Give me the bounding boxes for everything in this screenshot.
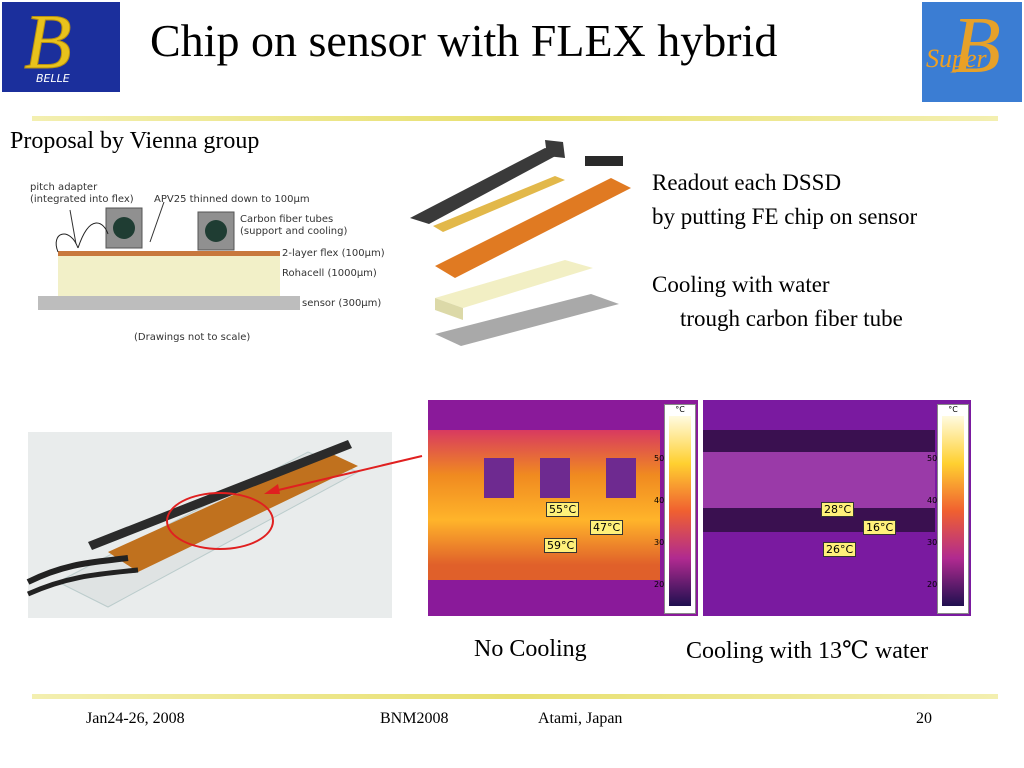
footer-location: Atami, Japan [538, 710, 623, 727]
caption-no-cooling: No Cooling [474, 636, 587, 662]
super-logo-text: Super [926, 44, 987, 73]
rohacell-side [435, 298, 463, 320]
apv-chip [105, 207, 143, 249]
temp-tag-1: 55°C [546, 502, 580, 517]
carbon-frame-loop [545, 140, 565, 158]
super-belle-logo: B Super [922, 2, 1022, 102]
flex-layer [58, 251, 280, 256]
label-pitch-adapter: pitch adapter [30, 182, 98, 193]
thermal-no-cooling: 55°C 47°C 59°C °C 50 40 30 20 [428, 400, 698, 616]
slide-title: Chip on sensor with FLEX hybrid [150, 15, 778, 66]
rohacell-layer [58, 256, 280, 296]
thermal-cool-band-top [703, 430, 935, 452]
temp-tag-5: 16°C [863, 520, 897, 535]
label-sensor: sensor (300μm) [302, 298, 381, 309]
leader-pitch [69, 209, 77, 245]
highlight-ellipse [166, 492, 274, 550]
carbon-frame [410, 148, 563, 224]
scale-20-right: 20 [927, 580, 938, 589]
svg-text:B: B [24, 0, 72, 85]
belle-logo-glyph: B [24, 0, 73, 86]
label-flex: 2-layer flex (100μm) [282, 248, 385, 259]
scale-50: 50 [654, 454, 665, 463]
label-carbon-tubes-sub: (support and cooling) [240, 226, 347, 237]
cooling-line-2: trough carbon fiber tube [680, 306, 903, 331]
leader-apv [149, 201, 165, 243]
colorbar-right: °C [937, 404, 969, 614]
bond-wires [55, 222, 109, 253]
thermal-chip-3 [606, 458, 636, 498]
connector-block [585, 156, 623, 166]
belle-logo: B BELLE [2, 0, 120, 92]
subtitle: Proposal by Vienna group [10, 128, 260, 154]
thermal-mid-zone [703, 452, 935, 508]
label-apv25: APV25 thinned down to 100μm [154, 194, 310, 205]
readout-line-2: by putting FE chip on sensor [652, 204, 918, 229]
label-rohacell: Rohacell (1000μm) [282, 268, 377, 279]
scale-50-right: 50 [927, 454, 938, 463]
rohacell-block [435, 260, 593, 308]
scale-40-right: 40 [927, 496, 938, 505]
colorbar-gradient [669, 416, 691, 606]
colorbar-unit-right: °C [948, 405, 958, 414]
cooling-line-1: Cooling with water [652, 272, 830, 297]
temp-tag-3: 59°C [544, 538, 578, 553]
temp-tag-4: 28°C [821, 502, 855, 517]
scale-40: 40 [654, 496, 665, 505]
scale-20: 20 [654, 580, 665, 589]
colorbar-left: °C [664, 404, 696, 614]
label-not-to-scale: (Drawings not to scale) [134, 332, 250, 343]
temp-tag-2: 47°C [590, 520, 624, 535]
colorbar-gradient-right [942, 416, 964, 606]
colorbar-unit: °C [675, 405, 685, 414]
module-cables-2 [26, 567, 139, 597]
pointer-arrow [264, 455, 423, 494]
footer-conference: BNM2008 [380, 710, 449, 727]
flex-hybrid [435, 178, 631, 278]
bottom-divider [32, 694, 998, 699]
belle-logo-text: BELLE [36, 72, 70, 85]
temp-tag-6: 26°C [823, 542, 857, 557]
footer-date: Jan24-26, 2008 [86, 710, 185, 727]
thermal-chip-2 [540, 458, 570, 498]
label-carbon-tubes: Carbon fiber tubes [240, 214, 333, 225]
readout-line-1: Readout each DSSD [652, 170, 842, 195]
thermal-with-cooling: 28°C 16°C 26°C °C 50 40 30 20 [703, 400, 971, 616]
sensor-plate [435, 294, 619, 346]
super-logo-glyph: B [952, 2, 1001, 90]
svg-text:B: B [952, 2, 1001, 90]
scale-30-right: 30 [927, 538, 938, 547]
scale-30: 30 [654, 538, 665, 547]
module-cables [26, 555, 129, 585]
exploded-assembly-image [410, 140, 631, 346]
caption-cooling: Cooling with 13℃ water [686, 638, 929, 664]
apv-chip-dot [113, 217, 135, 239]
label-pitch-adapter-sub: (integrated into flex) [30, 194, 134, 205]
cross-section-diagram: pitch adapter (integrated into flex) APV… [30, 182, 385, 343]
pitch-adapter-strip [433, 176, 565, 232]
sensor-layer [38, 296, 300, 310]
carbon-tube-core [205, 220, 227, 242]
module-photo [26, 432, 392, 618]
thermal-warm-band [428, 430, 660, 580]
footer-page-number: 20 [916, 710, 932, 727]
top-divider [32, 116, 998, 121]
thermal-cool-band-mid [703, 508, 935, 532]
thermal-chip-1 [484, 458, 514, 498]
